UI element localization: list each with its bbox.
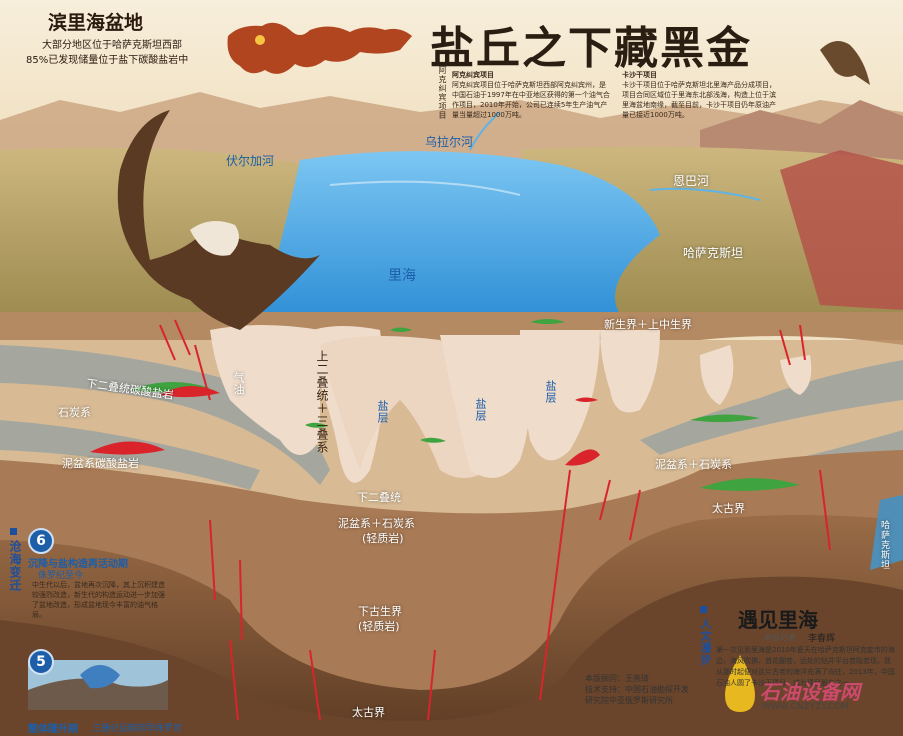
essay-byline-label: 本报记者 <box>764 633 796 642</box>
stage5-period: 三叠纪后期到早侏罗世 <box>92 724 183 734</box>
credit-support: 技术支持：中国石油勘探开发 <box>585 685 689 694</box>
stage6-badge: 6 <box>28 528 54 554</box>
essay-text: 第一次见到里海是2010年夏天在哈萨克斯坦阿克套市的海边，海风吹拂，浪花翻卷，远… <box>716 646 895 687</box>
stage6-text: 中生代以后，盆地再次沉降，其上沉积建造较强烈改造，新生代的构造运动进一步加强了盆… <box>32 581 165 619</box>
main-title: 盐丘之下藏黑金 <box>430 23 752 74</box>
label-archean-right: 太古界 <box>712 502 745 515</box>
project-right-title: 卡沙干项目 <box>622 71 657 79</box>
label-gas-oil: 气油 <box>232 372 245 396</box>
stage6-title: 沉降与盐构造再活动期 <box>28 559 128 570</box>
label-salt-layer-3: 盐层 <box>544 380 557 404</box>
label-ural-river: 乌拉尔河 <box>425 135 474 149</box>
label-upper-permian: 上二叠统＋三叠系 <box>315 350 329 454</box>
side-panel-bar <box>10 528 17 535</box>
credit-advisor: 本版顾问：王燕琦 <box>585 674 649 683</box>
label-lower-paleozoic: 下古生界 <box>358 605 402 618</box>
watermark-text: 石油设备网 <box>760 680 860 704</box>
label-clastic-2: (轻质岩) <box>358 620 400 633</box>
label-lower-permian: 下二叠统 <box>357 491 401 504</box>
label-devonian-carboniferous-right: 泥盆系＋石炭系 <box>655 458 732 471</box>
small-eagle-icon <box>820 41 870 85</box>
label-cenozoic: 新生界＋上中生界 <box>604 318 692 331</box>
label-archean-bottom: 太古界 <box>352 706 385 719</box>
project-left-title: 阿克纠宾项目 <box>452 71 494 79</box>
basin-subtitle-2: 85%已发现储量位于盐下碳酸盐岩中 <box>26 55 189 66</box>
essay-byline-name: 李春辉 <box>808 634 836 644</box>
stage5-title: 整体隆升期 <box>28 724 78 735</box>
essay-section-bar <box>700 606 707 613</box>
essay-section: 人文漫步 <box>699 618 712 666</box>
basin-title: 滨里海盆地 <box>48 12 144 34</box>
oil-drop-icon <box>725 655 755 712</box>
project-right-text: 卡沙干项目位于哈萨克斯坦北里海产品分成项目，项目合同区域位于里海东北部浅海，构造… <box>622 81 776 119</box>
project-side-label: 阿克纠宾项目 <box>438 66 447 120</box>
label-emba-river: 恩巴河 <box>673 174 710 188</box>
stage5-badge: 5 <box>28 649 54 675</box>
label-volga-river: 伏尔加河 <box>226 154 275 168</box>
basin-subtitle-1: 大部分地区位于哈萨克斯坦西部 <box>42 40 182 51</box>
project-left-text: 阿克纠宾项目位于哈萨克斯坦西部阿克纠宾州，是中国石油于1997年在中亚地区获得的… <box>452 81 610 119</box>
label-devonian-carboniferous: 泥盆系＋石炭系 <box>338 517 415 530</box>
label-salt-layer-2: 盐层 <box>474 398 487 422</box>
location-pin-icon <box>255 35 265 45</box>
label-carboniferous: 石炭系 <box>58 406 91 419</box>
side-panel-title: 沧海变迁 <box>8 540 22 592</box>
label-clastic-1: (轻质岩) <box>362 532 404 545</box>
label-salt-layer-1: 盐层 <box>376 400 389 424</box>
watermark-url: WWW.CNZYZY.COM <box>762 702 850 712</box>
label-caspian-sea: 里海 <box>388 268 416 284</box>
label-devonian-carbonate: 泥盆系碳酸盐岩 <box>62 457 139 470</box>
essay-title: 遇见里海 <box>738 608 818 632</box>
stage6-period: 侏罗纪至今 <box>38 571 84 581</box>
label-right-edge-kazakhstan: 哈萨克斯坦 <box>879 520 889 570</box>
credit-institute: 研究院中亚俄罗斯研究所 <box>585 696 673 705</box>
eagle-icon <box>117 110 321 330</box>
label-kazakhstan: 哈萨克斯坦 <box>683 246 744 260</box>
